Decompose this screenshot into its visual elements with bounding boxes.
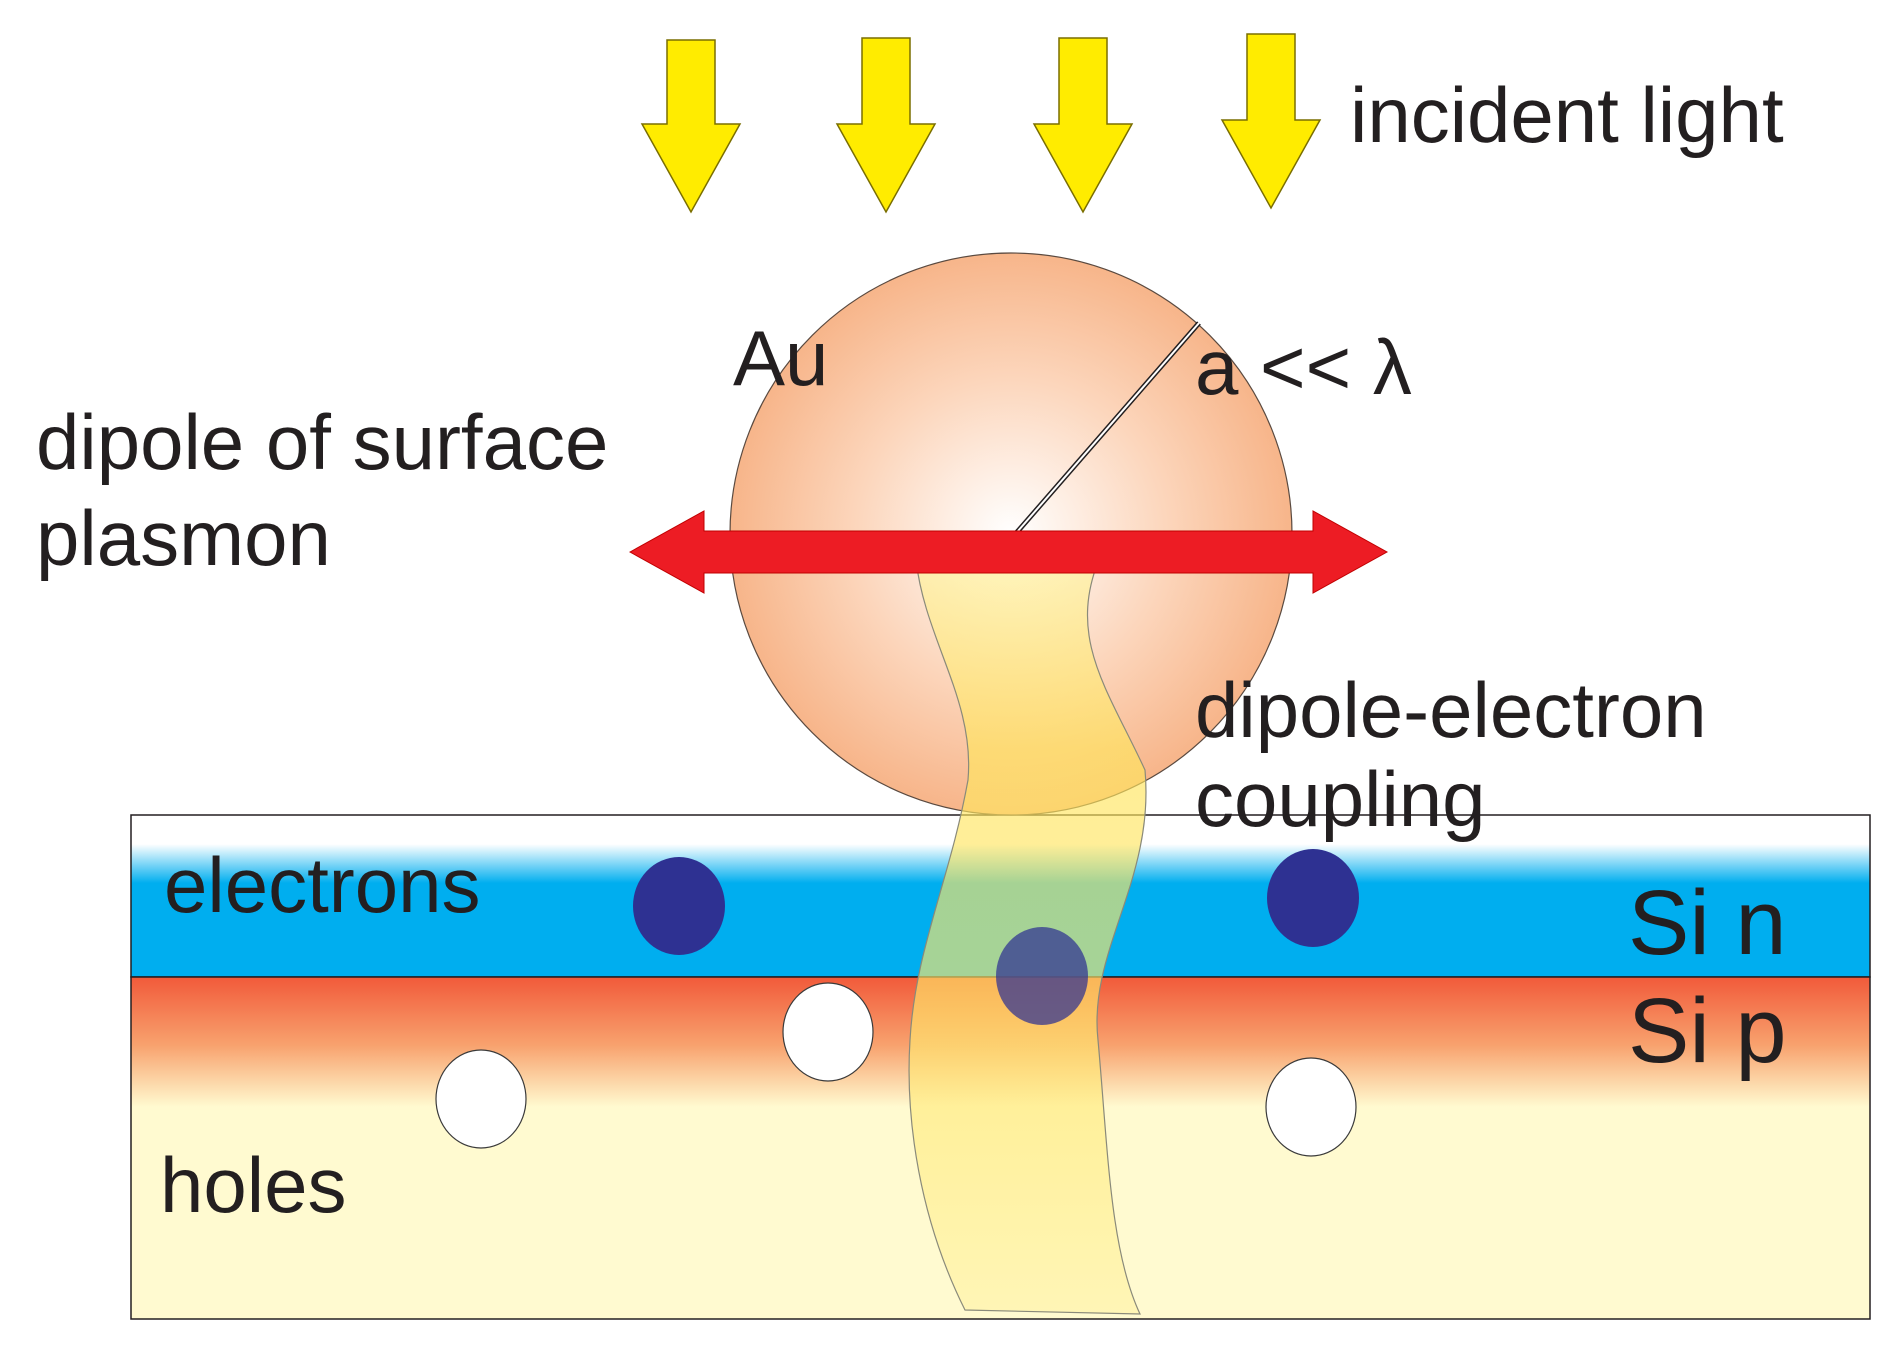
coupling-label-line2: coupling — [1195, 755, 1486, 843]
incident-arrow — [640, 39, 742, 214]
coupling-label-line1: dipole-electron — [1195, 666, 1707, 754]
electron — [633, 857, 725, 955]
radius-line — [1009, 321, 1201, 541]
dipole-label-line1: dipole of surface — [36, 398, 608, 486]
si-p-label: Si p — [1628, 980, 1787, 1082]
dipole-label-line2: plasmon — [36, 494, 331, 582]
radius-label: a << λ — [1195, 323, 1412, 411]
electrons-label: electrons — [164, 841, 481, 929]
electron — [1267, 849, 1359, 947]
incident-arrow — [1032, 37, 1134, 214]
incident-arrow — [1220, 33, 1322, 210]
hole — [782, 982, 874, 1082]
hole — [435, 1049, 527, 1149]
dipole-arrow — [628, 510, 1389, 594]
incident-arrow — [835, 37, 937, 214]
au-label: Au — [733, 314, 828, 402]
electron — [996, 927, 1088, 1025]
hole — [1265, 1057, 1357, 1157]
incident-light-label: incident light — [1350, 71, 1784, 159]
holes-label: holes — [160, 1141, 346, 1229]
incident-light-arrows — [640, 33, 1322, 214]
si-n-label: Si n — [1628, 872, 1787, 974]
